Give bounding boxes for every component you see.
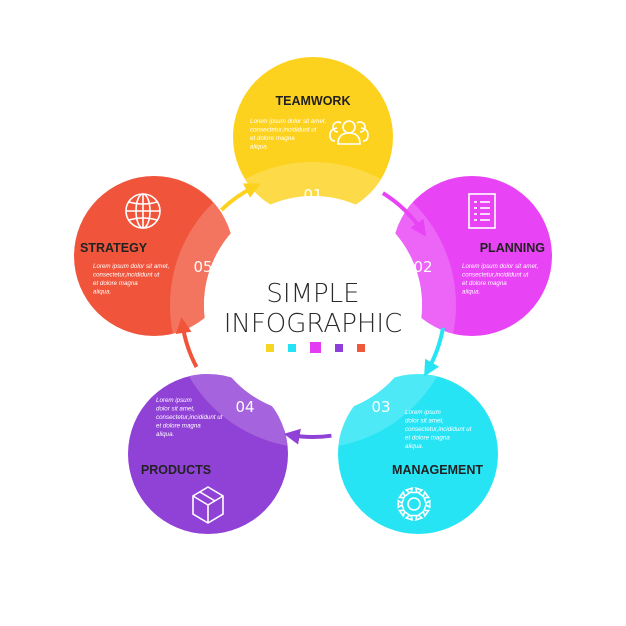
step-body-line: dolor sit amet, (405, 418, 444, 425)
step-body-line: consectetur,incididunt ut (405, 426, 472, 433)
step-body-line: et dolore magna (250, 135, 295, 142)
cycle-arrows (175, 183, 445, 445)
step-body-line: et dolore magna (156, 423, 201, 430)
step-label-1: TEAMWORK (276, 94, 351, 108)
cycle-arrow-4 (175, 317, 199, 368)
step-body-line: et dolore magna (462, 280, 507, 287)
step-label-2: PLANNING (480, 241, 545, 255)
legend-swatch (288, 344, 296, 352)
cycle-arrow-1 (381, 191, 426, 237)
legend-swatch (310, 342, 321, 353)
legend-swatch (266, 344, 274, 352)
step-number-3: 03 (371, 398, 390, 416)
legend-swatch (357, 344, 365, 352)
step-body-line: aliqua. (93, 289, 111, 296)
step-body-line: aliqua. (156, 431, 174, 438)
cycle-arrow-5 (219, 183, 261, 212)
step-body-line: Lorem ipsum dolor sit amet, (93, 263, 169, 270)
title-line-1: SIMPLE (266, 279, 359, 309)
step-number-1: 01 (303, 186, 322, 204)
step-band-5 (170, 176, 234, 336)
step-body-line: dolor sit amet, (156, 406, 195, 413)
step-number-4: 04 (235, 398, 254, 416)
step-bands (170, 162, 456, 448)
document-list-icon (468, 193, 496, 229)
cube-icon (192, 486, 224, 524)
people-icon (329, 120, 369, 145)
step-body-line: aliqua. (250, 144, 268, 151)
title-line-2: INFOGRAPHIC (224, 309, 403, 339)
step-body-line: Lorem ipsum dolor sit amet, (250, 118, 326, 125)
color-legend (266, 342, 365, 353)
cycle-arrow-3 (283, 428, 332, 445)
legend-swatch (335, 344, 343, 352)
step-body-line: Lorem ipsum dolor sit amet, (462, 263, 538, 270)
step-body-line: et dolore magna (405, 435, 450, 442)
gear-icon (397, 486, 431, 522)
step-band-1 (233, 162, 393, 217)
step-label-3: MANAGEMENT (392, 463, 483, 477)
step-body-line: aliqua. (462, 289, 480, 296)
step-body-line: consectetur,incididunt ut (156, 414, 223, 421)
step-label-5: STRATEGY (80, 241, 148, 255)
step-body-line: consectetur,incididunt ut (93, 272, 160, 279)
step-label-4: PRODUCTS (141, 463, 211, 477)
step-body-line: Lorem ipsum (156, 397, 192, 404)
step-content: 01 02 03 04 05 TEAMWORK Lorem ipsum dolor sit … (80, 94, 545, 524)
step-body-line: Lorem ipsum (405, 409, 441, 416)
step-body-line: consectetur,incididunt ut (250, 127, 317, 134)
step-body-line: consectetur,incididunt ut (462, 272, 529, 279)
globe-icon (125, 193, 161, 229)
step-body-line: aliqua. (405, 443, 423, 450)
step-number-2: 02 (413, 258, 432, 276)
cycle-arrow-2 (424, 327, 445, 377)
center-disc (204, 196, 422, 414)
step-band-2 (392, 176, 456, 336)
step-number-5: 05 (193, 258, 212, 276)
step-body-line: et dolore magna (93, 280, 138, 287)
